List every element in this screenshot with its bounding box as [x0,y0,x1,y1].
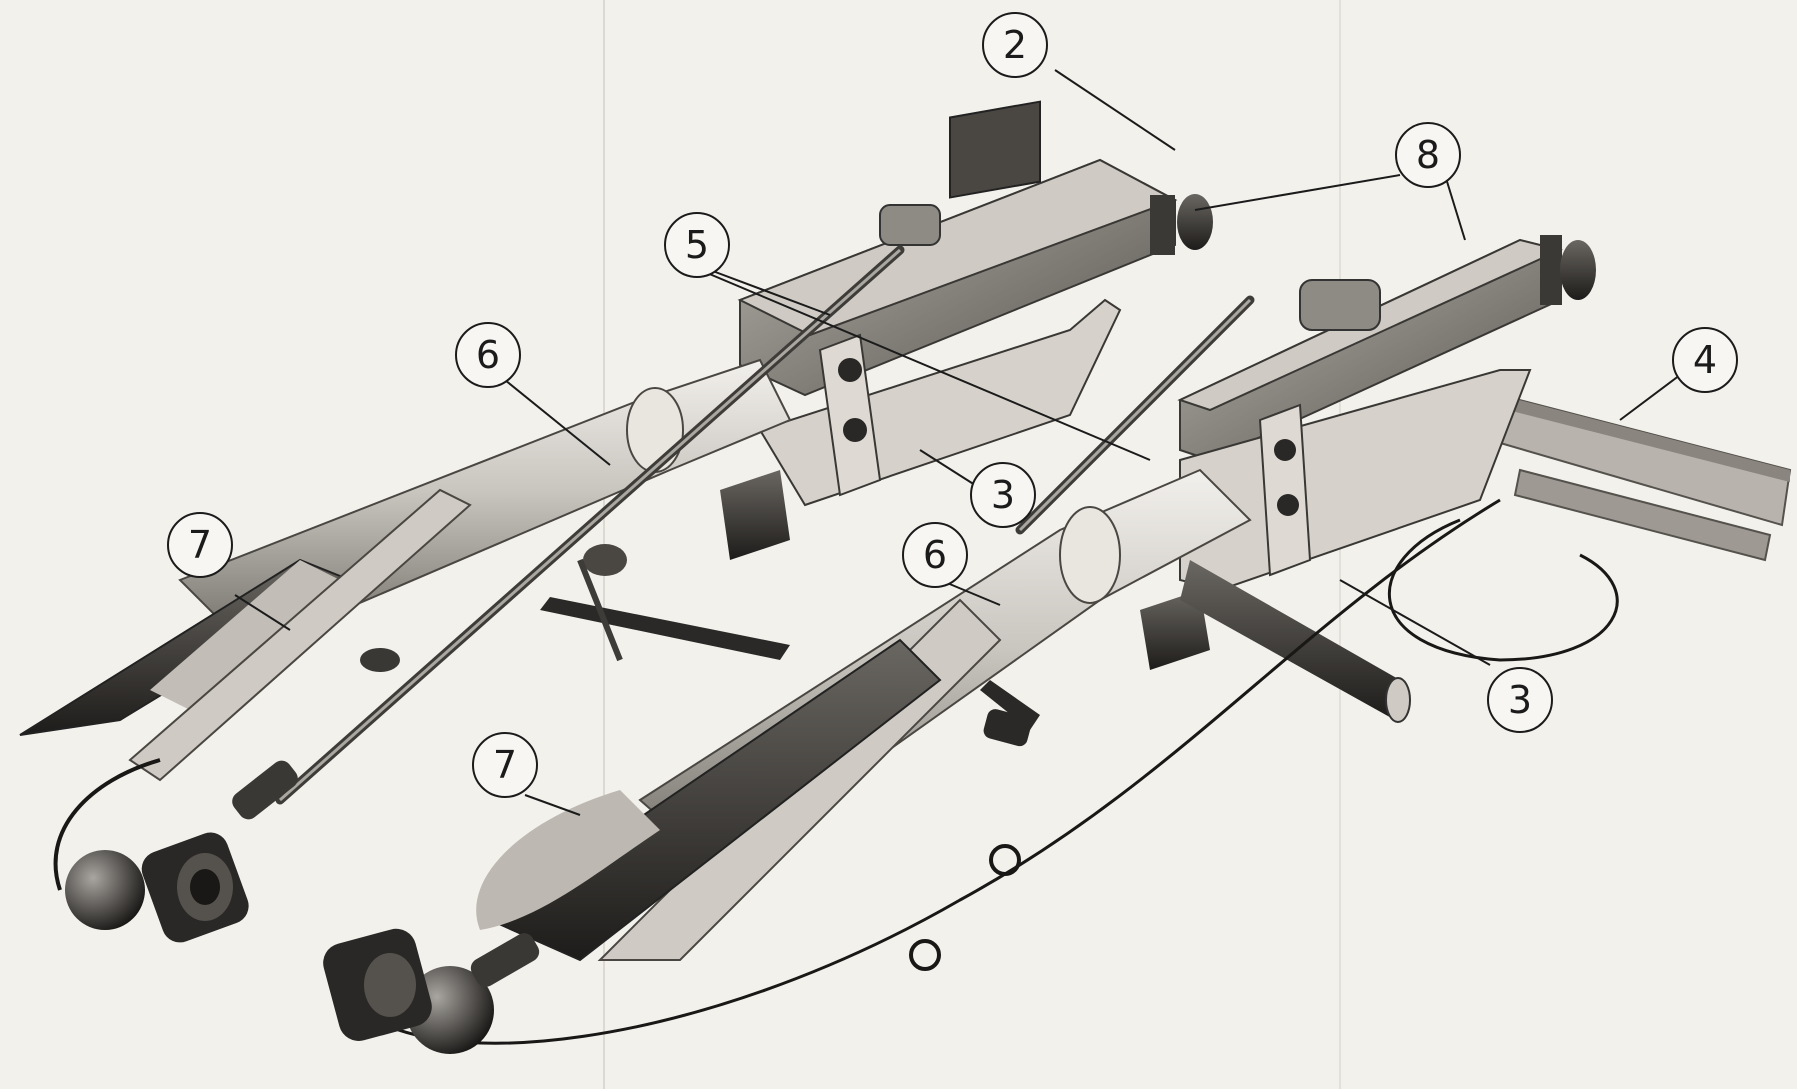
left-control-rod [275,245,905,805]
callout-label: 7 [187,523,213,567]
right-gun-receiver [1140,235,1596,670]
callout-5: 5 [663,211,731,279]
callout-label: 5 [684,223,710,267]
callout-6-left: 6 [454,321,522,389]
callout-label: 6 [922,533,948,577]
callout-label: 3 [1507,678,1533,722]
right-cable-connector [323,498,1619,1054]
ammunition-chute [1488,393,1792,562]
callout-label: 3 [990,473,1016,517]
right-control-rod [1015,295,1255,535]
callout-label: 2 [1002,23,1028,67]
leader-lines [234,69,1681,816]
callout-3-right: 3 [1486,666,1554,734]
callout-7-right: 7 [471,731,539,799]
callout-4: 4 [1671,326,1739,394]
callout-6-right: 6 [901,521,969,589]
callout-2: 2 [981,11,1049,79]
callout-label: 6 [475,333,501,377]
callout-label: 7 [492,743,518,787]
right-blast-tube [476,598,1002,962]
callout-label: 4 [1692,338,1718,382]
callout-3-left: 3 [969,461,1037,529]
left-blast-tube [19,488,472,782]
left-cable-connector [53,758,298,943]
left-gun-receiver [720,100,1213,560]
callout-label: 8 [1415,133,1441,177]
callout-7-left: 7 [166,511,234,579]
callout-8: 8 [1394,121,1462,189]
